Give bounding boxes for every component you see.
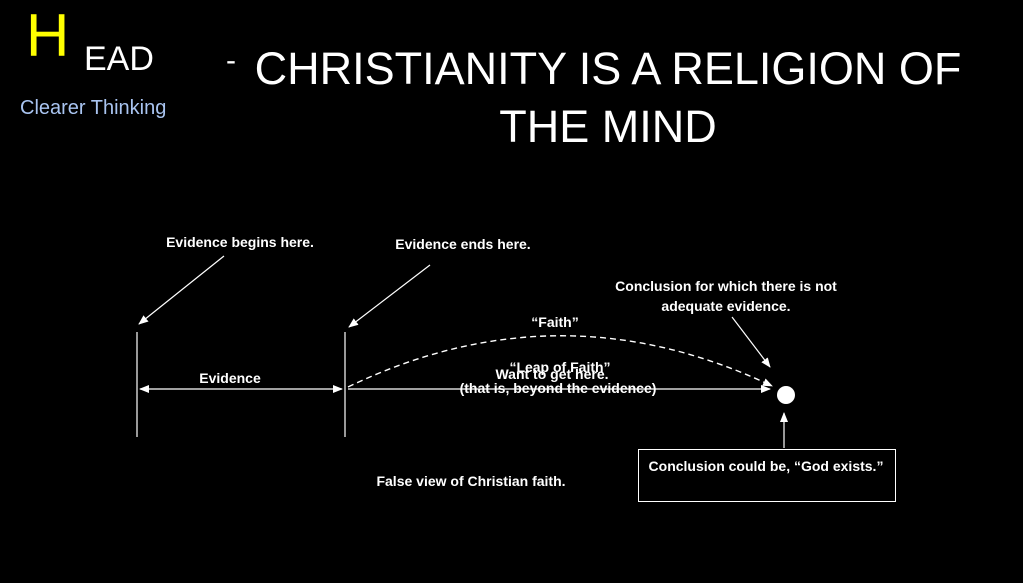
conclusion-pointer-arrow [731, 316, 771, 368]
evidence-ends-label: Evidence ends here. [395, 236, 531, 252]
beyond-evidence-label: (that is, beyond the evidence) [459, 380, 657, 396]
conclusion-not-adequate-label: Conclusion for which there is not adequa… [615, 278, 837, 314]
leap-of-faith-label: “Leap of Faith” [509, 359, 611, 375]
title-dash: - [226, 44, 236, 77]
conclusion-could-be-label: Conclusion could be, “God exists.” [648, 458, 884, 474]
conclusion-dot [777, 386, 795, 404]
title-rest: EAD [84, 40, 154, 78]
subtitle: Clearer Thinking [20, 97, 167, 119]
ends-pointer-arrow [348, 264, 431, 328]
false-view-label: False view of Christian faith. [376, 473, 566, 489]
want-to-get-here-label: Want to get here. [495, 366, 609, 382]
faith-arc [347, 335, 773, 388]
evidence-begins-label: Evidence begins here. [166, 234, 314, 250]
begins-pointer-arrow [138, 255, 225, 325]
conclusion-box [638, 449, 896, 502]
evidence-label: Evidence [199, 370, 261, 386]
page-title: CHRISTIANITY IS A RELIGION OF THE MIND [254, 43, 962, 152]
title-initial-letter: H [26, 2, 70, 69]
faith-label: “Faith” [531, 314, 579, 330]
